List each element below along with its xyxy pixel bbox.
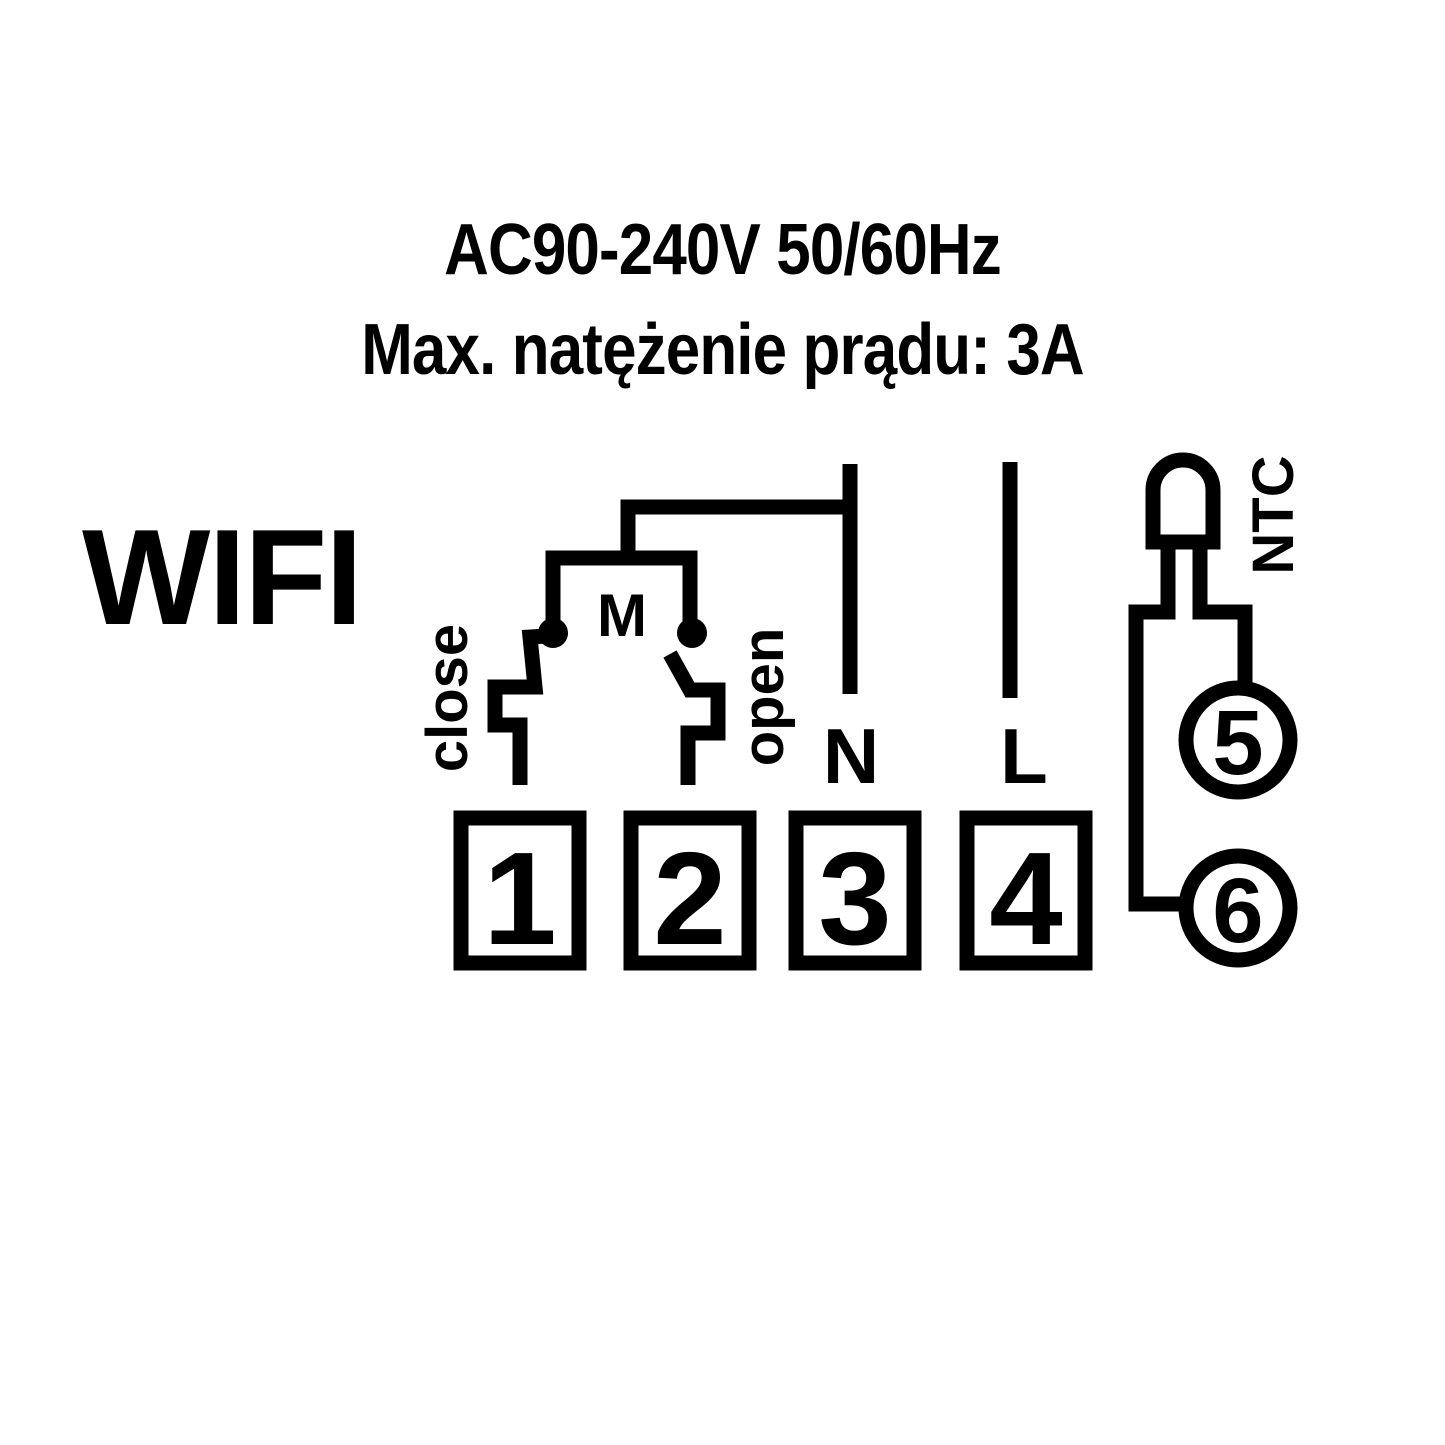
motor-housing xyxy=(545,550,698,633)
terminal-4-number: 4 xyxy=(989,825,1062,972)
neutral-label: N xyxy=(823,712,879,800)
terminal-2-number: 2 xyxy=(653,825,726,972)
terminal-3-box xyxy=(788,810,922,971)
terminal-1-number: 1 xyxy=(483,825,556,972)
max-current-heading: Max. natężenie prądu: 3A xyxy=(361,310,1084,390)
neutral-wire xyxy=(620,464,858,694)
ntc-sensor-icon xyxy=(1128,452,1298,968)
supply-voltage-heading: AC90-240V 50/60Hz xyxy=(444,210,1002,290)
close-contact-dot xyxy=(538,618,568,648)
open-switch-wire xyxy=(663,650,726,785)
motor-label: M xyxy=(597,582,647,649)
live-label: L xyxy=(1000,712,1048,800)
terminal-1-box xyxy=(453,810,587,971)
ntc-label: NTC xyxy=(1241,455,1306,574)
open-contact-dot xyxy=(677,618,707,648)
close-label: close xyxy=(415,624,480,772)
terminal-2-box xyxy=(623,810,757,971)
open-label: open xyxy=(731,628,796,767)
terminal-6-number: 6 xyxy=(1212,860,1263,962)
terminal-3-number: 3 xyxy=(818,825,891,972)
close-switch-wire xyxy=(487,628,549,785)
wifi-label: WIFI xyxy=(82,501,363,653)
terminal-4-box xyxy=(959,810,1093,971)
terminal-5-number: 5 xyxy=(1212,692,1263,794)
